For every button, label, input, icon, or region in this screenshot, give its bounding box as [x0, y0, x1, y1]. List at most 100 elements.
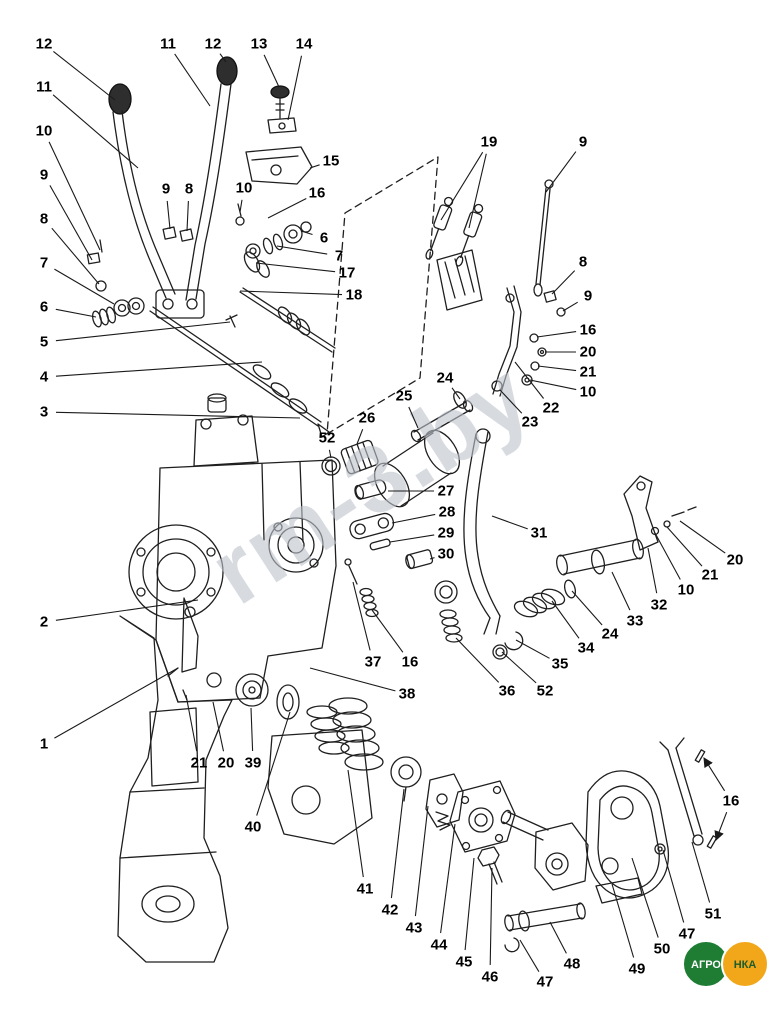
leader-line-22 [514, 361, 545, 399]
part-label-17-23: 17 [339, 265, 356, 282]
part-label-6-21: 6 [320, 230, 328, 247]
governor-parts [344, 475, 697, 660]
part-label-15-20: 15 [323, 153, 340, 170]
part-label-9-16: 9 [162, 181, 170, 198]
leader-line-13 [263, 54, 280, 88]
leader-line-32 [647, 547, 658, 594]
leader-line-5 [55, 321, 231, 342]
leader-line-25 [408, 406, 419, 429]
part-label-25-36: 25 [396, 388, 413, 405]
leader-line-10 [48, 141, 101, 251]
part-label-3-9: 3 [40, 404, 48, 421]
bottom-right-cluster [390, 737, 718, 953]
small-parts-27-30 [349, 479, 434, 570]
part-label-35-51: 35 [552, 656, 569, 673]
part-label-31-43: 31 [531, 525, 548, 542]
lever-31 [463, 428, 501, 635]
leader-line-18 [239, 290, 343, 296]
part-label-11-1: 11 [36, 79, 52, 96]
leader-line-36 [455, 637, 500, 683]
leader-line-48 [549, 921, 567, 954]
part-label-32-47: 32 [651, 597, 668, 614]
leader-line-42 [390, 788, 405, 899]
part-label-29-41: 29 [438, 525, 455, 542]
leader-line-6 [55, 308, 97, 318]
part-label-50-70: 50 [654, 941, 671, 958]
left-fasteners [86, 239, 145, 328]
leader-line-16 [536, 331, 577, 338]
leader-line-11 [52, 94, 139, 169]
leader-line-29 [389, 534, 435, 543]
leader-line-16 [714, 812, 728, 842]
part-label-20-58: 20 [218, 755, 235, 772]
leader-line-7 [54, 268, 115, 305]
part-label-19-25: 19 [481, 134, 498, 151]
logo-right-circle [721, 940, 769, 988]
leader-line-21 [666, 526, 703, 567]
part-label-1-11: 1 [40, 736, 48, 753]
part-label-9-28: 9 [584, 288, 592, 305]
leader-line-21 [185, 694, 198, 752]
leader-line-51 [691, 841, 711, 903]
part-label-27-39: 27 [438, 483, 455, 500]
part-label-12-0: 12 [36, 36, 53, 53]
part-label-24-49: 24 [602, 626, 619, 643]
part-label-43-63: 43 [406, 920, 423, 937]
watermark-text: rm-3.by [192, 341, 549, 624]
part-label-52-52: 52 [537, 683, 554, 700]
leader-line-34 [551, 600, 580, 639]
part-label-20-30: 20 [580, 344, 597, 361]
part-label-9-26: 9 [579, 134, 587, 151]
logo-right-text: НКА [734, 959, 757, 971]
leader-line-47 [519, 939, 540, 972]
leader-line-21 [537, 365, 577, 372]
leader-line-10 [529, 379, 577, 391]
leader-line-40 [256, 711, 291, 816]
linkage-rods [149, 251, 336, 438]
part-label-7-5: 7 [40, 255, 48, 272]
leader-line-10 [654, 532, 681, 580]
part-label-22-33: 22 [543, 400, 560, 417]
part-label-13-14: 13 [251, 36, 268, 53]
leader-line-31 [491, 515, 528, 530]
part-label-7-22: 7 [335, 248, 343, 265]
leader-line-15 [309, 164, 320, 169]
part-label-41-61: 41 [357, 881, 374, 898]
leader-line-9 [545, 151, 577, 193]
parts-drawing [86, 56, 718, 963]
part-label-21-57: 21 [191, 755, 208, 772]
leader-line-46 [489, 867, 493, 966]
leader-line-11 [174, 53, 211, 107]
leader-line-38 [309, 667, 396, 692]
part-label-9-3: 9 [40, 167, 48, 184]
leader-line-44 [440, 823, 456, 934]
leader-line-20 [212, 701, 225, 752]
leader-line-14 [287, 55, 303, 121]
part-label-10-46: 10 [678, 582, 695, 599]
part-label-12-13: 12 [205, 36, 222, 53]
part-label-42-62: 42 [382, 902, 399, 919]
leader-line-3 [55, 411, 301, 419]
leader-line-52 [328, 449, 332, 459]
leader-line-33 [611, 571, 631, 611]
part-label-4-8: 4 [40, 369, 49, 386]
part-label-44-64: 44 [431, 937, 448, 954]
leader-line-8 [51, 227, 100, 285]
leader-line-28 [391, 513, 436, 524]
leader-line-43 [414, 805, 429, 917]
part-label-16-54: 16 [402, 654, 419, 671]
leader-line-50 [631, 857, 659, 938]
leader-line-2 [55, 599, 199, 621]
leader-line-12 [219, 53, 227, 63]
leader-line-24 [571, 590, 603, 626]
mounting-bracket [117, 615, 233, 963]
part-label-47-71: 47 [679, 926, 696, 943]
upper-fasteners [162, 203, 312, 259]
leader-line-24 [451, 387, 461, 400]
part-label-34-50: 34 [578, 640, 595, 657]
part-label-16-73: 16 [723, 793, 740, 810]
part-label-30-42: 30 [438, 546, 455, 563]
lower-lever-springs [167, 597, 384, 845]
